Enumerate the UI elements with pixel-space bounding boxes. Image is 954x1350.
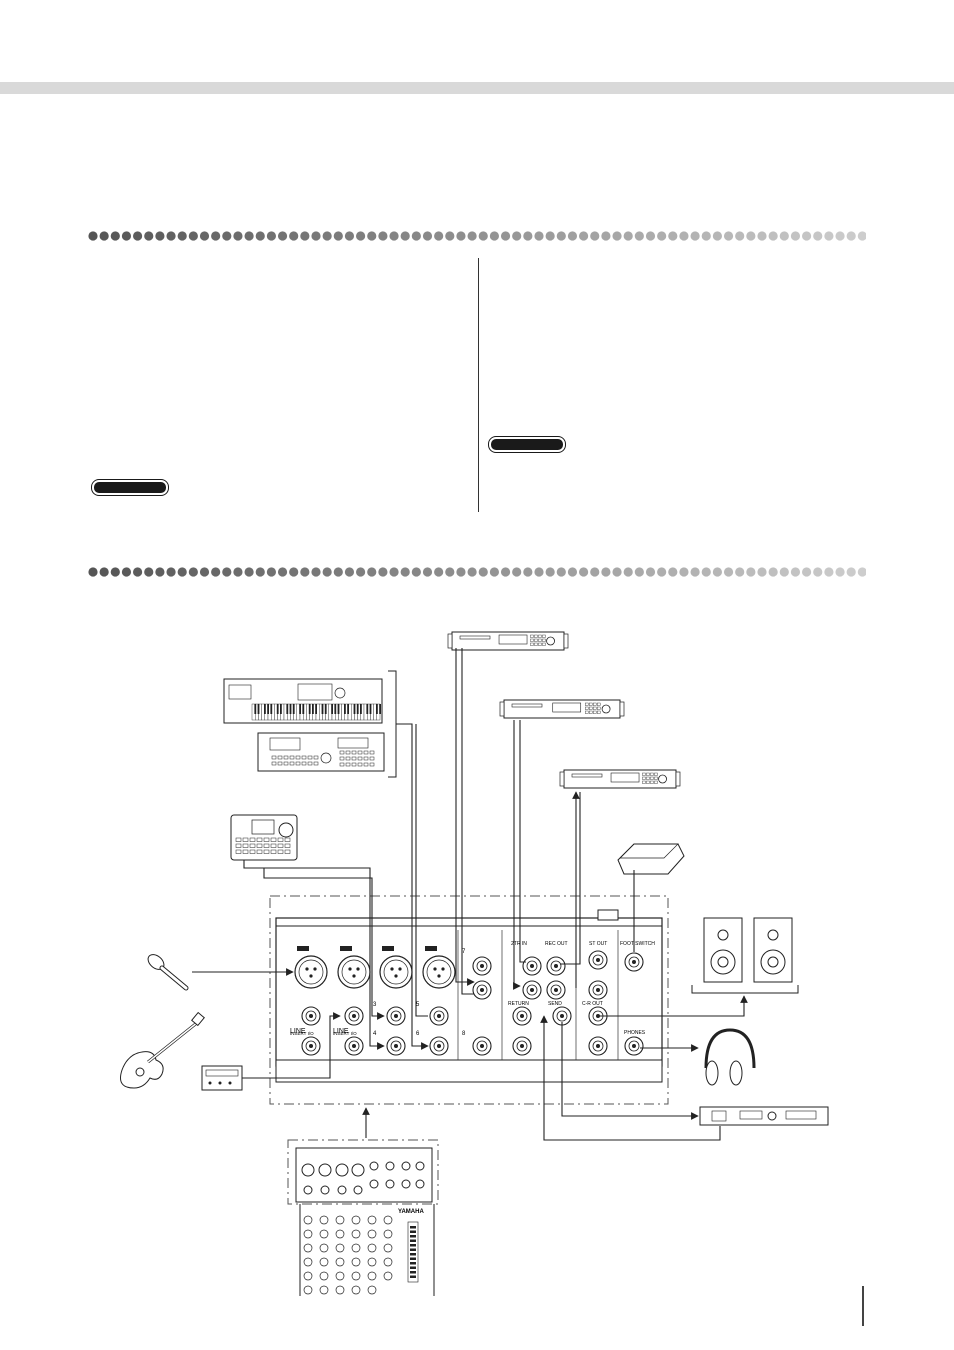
di-box-icon — [201, 1065, 243, 1091]
microphone-icon — [147, 954, 189, 991]
note-badge-right — [489, 437, 565, 452]
rack-sound-module-icon — [257, 732, 385, 772]
label-send: SEND — [548, 1001, 562, 1007]
label-cr-out: C-R OUT — [582, 1001, 603, 1007]
header-band — [0, 82, 954, 94]
footswitch-icon — [617, 843, 685, 875]
label-insert-1: INSERT I/O — [290, 1031, 314, 1036]
brand-logo: YAMAHA — [398, 1209, 424, 1215]
drum-machine-icon — [230, 814, 298, 861]
label-line-1: LINE — [290, 1028, 306, 1035]
label-st-out: ST OUT — [589, 941, 607, 947]
label-return: RETURN — [508, 1001, 529, 1007]
synthesizer-icon — [223, 678, 383, 724]
label-ch7: 7 — [462, 949, 466, 955]
mixer-overview-icon: YAMAHA — [287, 1139, 439, 1296]
label-ch3: 3 — [373, 1002, 377, 1008]
column-divider — [478, 258, 479, 512]
cables — [192, 648, 748, 1141]
recorder-icon — [559, 769, 681, 789]
note-badge-left — [92, 480, 168, 495]
label-insert-2: INSERT I/O — [333, 1031, 357, 1036]
label-footswitch: FOOT SWITCH — [620, 941, 655, 947]
section-rule-diagram — [88, 567, 866, 577]
section-rule-top — [88, 231, 866, 241]
mixer-frame — [269, 895, 669, 1105]
label-ch8: 8 — [462, 1031, 466, 1037]
label-phones: PHONES — [624, 1030, 646, 1036]
label-ch4: 4 — [373, 1031, 377, 1037]
label-line-2: LINE — [333, 1028, 349, 1035]
page-number-rule — [862, 1286, 864, 1326]
recorder-icon — [499, 699, 625, 719]
cd-player-icon — [447, 631, 569, 651]
headphones-icon — [704, 1028, 756, 1086]
monitor-speakers-icon — [691, 917, 799, 994]
label-2tr-in: 2TR IN — [511, 941, 527, 947]
mixer-rear-panel: LINE LINE INSERT I/O INSERT I/O 7 8 3 4 … — [275, 909, 663, 1083]
label-ch5: 5 — [416, 1002, 420, 1008]
effects-processor-icon — [699, 1106, 829, 1126]
label-rec-out: REC OUT — [545, 941, 568, 947]
label-ch6: 6 — [416, 1031, 420, 1037]
guitar-icon — [120, 1011, 205, 1089]
